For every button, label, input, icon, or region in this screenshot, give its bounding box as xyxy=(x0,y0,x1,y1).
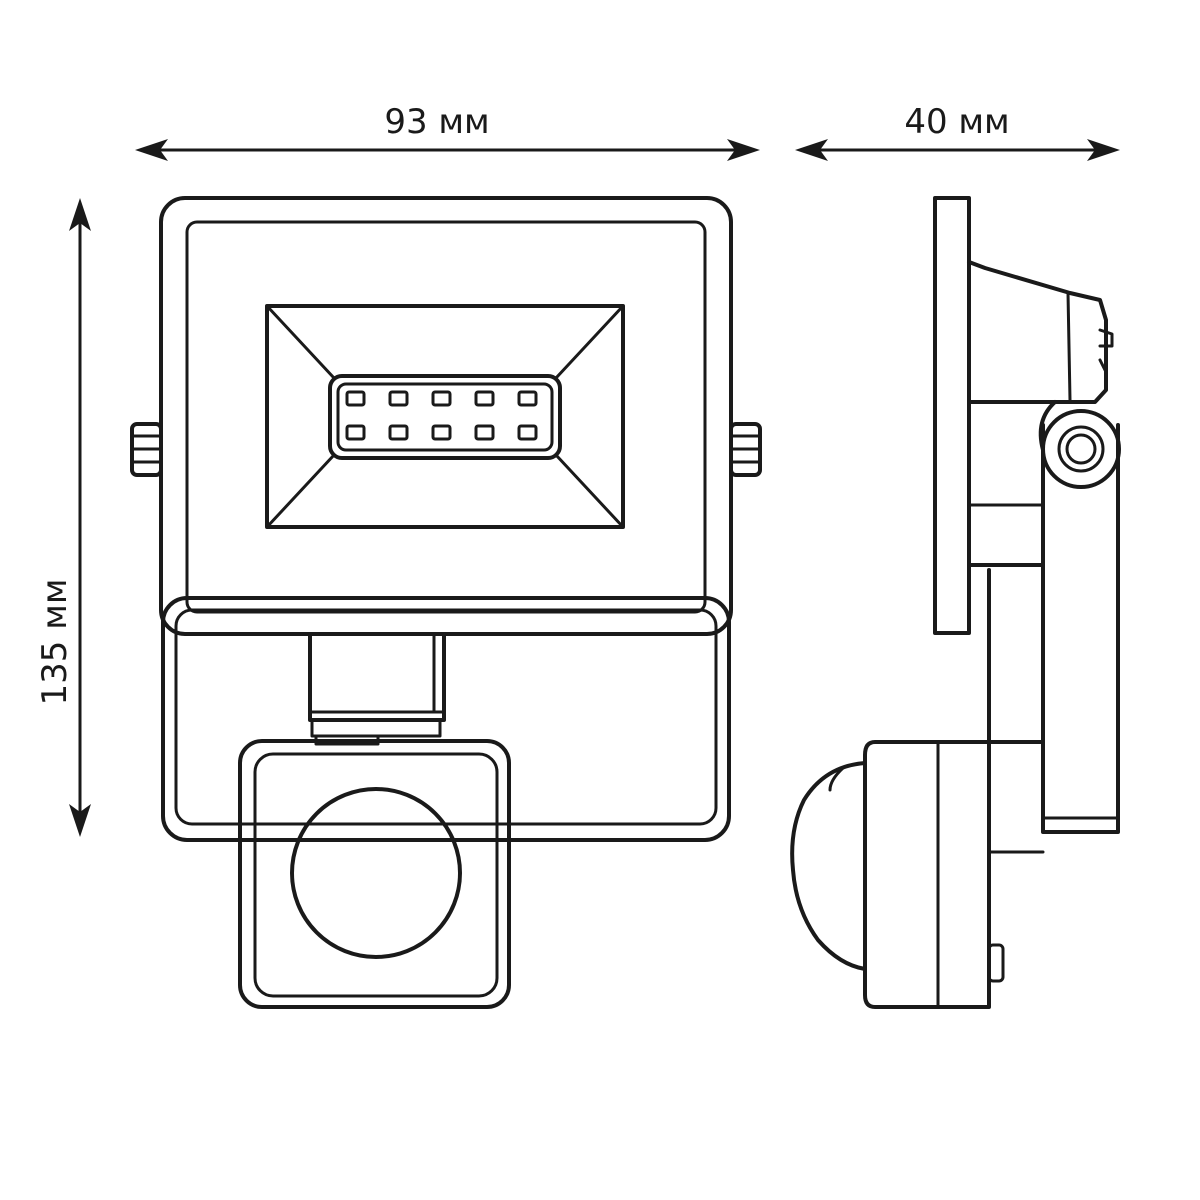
sensor-side xyxy=(790,740,1005,1009)
motion-sensor xyxy=(238,739,511,1009)
depth-label: 40 мм xyxy=(904,102,1009,142)
led-chip xyxy=(474,424,495,441)
led-chip xyxy=(474,390,495,407)
side-bracket-stem xyxy=(987,568,1045,854)
led-chip xyxy=(345,390,366,407)
led-chip xyxy=(517,424,538,441)
sensor-bracket xyxy=(308,632,446,746)
led-grid xyxy=(345,390,538,441)
housing-side xyxy=(933,196,1114,635)
height-label: 135 мм xyxy=(35,578,75,705)
depth-dimension: 40 мм xyxy=(795,102,1120,161)
width-dimension: 93 мм xyxy=(135,102,760,161)
right-mount-nut xyxy=(729,422,762,477)
pivot-knob xyxy=(1041,409,1121,489)
led-chip xyxy=(517,390,538,407)
front-view xyxy=(130,196,762,1009)
side-view xyxy=(790,196,1121,1009)
width-label: 93 мм xyxy=(384,102,489,142)
mounting-arm xyxy=(1041,423,1120,834)
led-chip xyxy=(431,424,452,441)
led-chip xyxy=(388,424,409,441)
led-chip xyxy=(345,424,366,441)
left-mount-nut xyxy=(130,422,163,477)
height-dimension: 135 мм xyxy=(35,198,91,837)
floodlight-housing xyxy=(159,196,733,636)
led-chip xyxy=(431,390,452,407)
sensor-lens xyxy=(290,787,462,959)
led-chip xyxy=(388,390,409,407)
